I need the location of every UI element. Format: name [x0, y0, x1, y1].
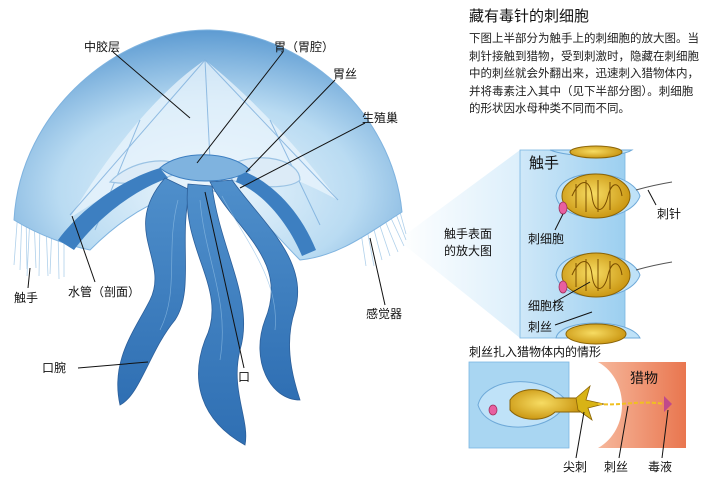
label-barb: 尖刺	[563, 460, 587, 474]
label-canal: 水管（剖面）	[68, 285, 140, 299]
label-stomach: 胃（胃腔）	[274, 40, 334, 54]
label-prey: 猎物	[630, 372, 658, 386]
label-thread: 刺丝	[528, 320, 552, 334]
label-gastric-filament: 胃丝	[333, 67, 357, 81]
label-sting-caption: 刺丝扎入猎物体内的情形	[469, 345, 601, 359]
label-tentacle-heading: 触手	[529, 156, 559, 170]
label-mouth: 口	[238, 370, 250, 384]
label-mesoglea: 中胶层	[84, 40, 120, 54]
label-magnified-caption: 触手表面的放大图	[444, 226, 498, 260]
label-gonad: 生殖巢	[362, 111, 398, 125]
label-sense-organ: 感觉器	[366, 307, 402, 321]
label-oral-arm: 口腕	[42, 361, 66, 375]
label-nucleus: 细胞核	[528, 299, 564, 313]
label-cnidocyte: 刺细胞	[528, 232, 564, 246]
label-venom: 毒液	[648, 460, 672, 474]
description-text: 下图上半部分为触手上的刺细胞的放大图。当刺针接触到猎物，受到刺激时，隐藏在刺细胞…	[469, 30, 699, 118]
label-trigger: 刺针	[657, 207, 681, 221]
label-sting-thread: 刺丝	[604, 460, 628, 474]
label-tentacle: 触手	[14, 291, 38, 305]
page-title: 藏有毒针的刺细胞	[469, 6, 589, 26]
